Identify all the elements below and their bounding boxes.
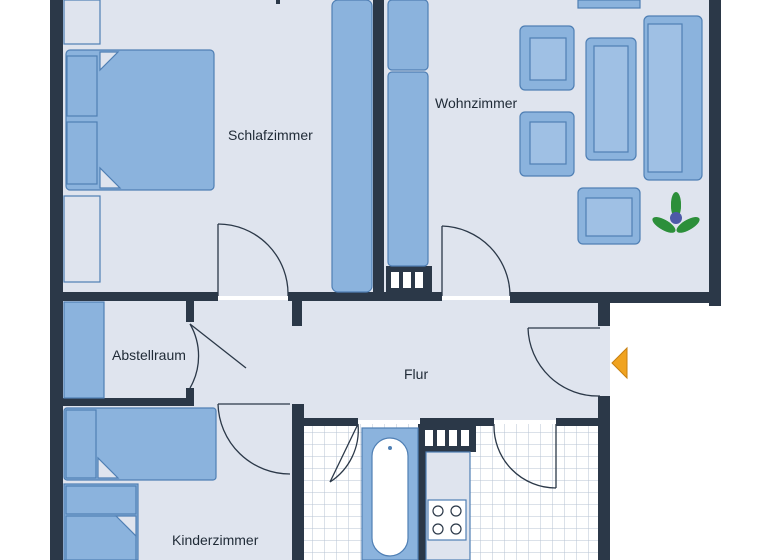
wall-right-lower xyxy=(598,396,610,560)
vent-shaft-upper xyxy=(386,266,432,294)
door-kinderzimmer xyxy=(217,403,291,475)
furniture-schlafzimmer xyxy=(63,0,373,293)
wall-bed-bottom-a xyxy=(62,292,218,301)
door-wohnzimmer xyxy=(441,225,511,297)
cabinet-living-top xyxy=(387,0,429,71)
wall-flur-bottom-a xyxy=(302,418,358,426)
wall-flur-bottom-b xyxy=(420,418,494,426)
stove-icon xyxy=(427,499,467,541)
room-label-abstellraum: Abstellraum xyxy=(112,347,186,363)
doors xyxy=(189,223,601,489)
wall-bottom-living xyxy=(510,292,721,303)
door-kueche xyxy=(493,423,557,489)
wall-right-upper xyxy=(709,0,721,306)
room-label-wohnzimmer: Wohnzimmer xyxy=(435,95,518,111)
room-label-kinderzimmer: Kinderzimmer xyxy=(172,532,259,548)
wall-bed-living xyxy=(373,0,384,296)
wardrobe-bedroom-top xyxy=(63,0,101,45)
wardrobe-bedroom-right xyxy=(331,0,373,293)
kitchen-counter xyxy=(425,451,471,560)
wall-bed-top-stub xyxy=(276,0,280,4)
side-chair-top xyxy=(577,0,641,9)
plant-icon xyxy=(652,192,700,233)
pillow-upper xyxy=(66,55,98,117)
vent-shaft-lower xyxy=(420,424,476,452)
shelf-abstellraum xyxy=(63,301,105,399)
furniture-kinderzimmer xyxy=(63,407,217,560)
wall-kinder-right xyxy=(292,404,304,560)
room-label-flur: Flur xyxy=(404,366,428,382)
bedsheet-fold-bottom xyxy=(99,166,122,189)
wall-flur-stub xyxy=(292,300,302,326)
entrance-arrow-icon xyxy=(611,346,628,380)
wall-abstell-bottom xyxy=(62,398,194,406)
door-schlafzimmer xyxy=(217,223,289,297)
cabinet-living-bottom xyxy=(387,71,429,267)
double-bed xyxy=(65,49,215,191)
wall-left xyxy=(50,0,63,560)
door-bad xyxy=(329,423,359,483)
walls xyxy=(50,0,721,560)
wall-bad-kueche xyxy=(418,424,426,560)
wall-bed-bottom-b xyxy=(288,292,442,301)
floor-flur xyxy=(190,300,610,420)
pillow-lower xyxy=(66,121,98,185)
bedsheet-fold-top xyxy=(99,51,120,72)
furniture-abstellraum xyxy=(63,301,105,399)
room-label-schlafzimmer: Schlafzimmer xyxy=(228,127,313,143)
bathtub xyxy=(361,427,419,560)
door-abstellraum xyxy=(189,323,247,389)
furniture-wohnzimmer xyxy=(387,0,703,267)
nightstand-bedroom xyxy=(63,195,101,283)
wall-abstell-right xyxy=(186,300,194,322)
wall-abstell-right-low xyxy=(186,388,194,404)
wall-corner-right xyxy=(598,292,610,326)
wall-flur-bottom-c xyxy=(556,418,600,426)
door-entrance xyxy=(527,327,601,397)
